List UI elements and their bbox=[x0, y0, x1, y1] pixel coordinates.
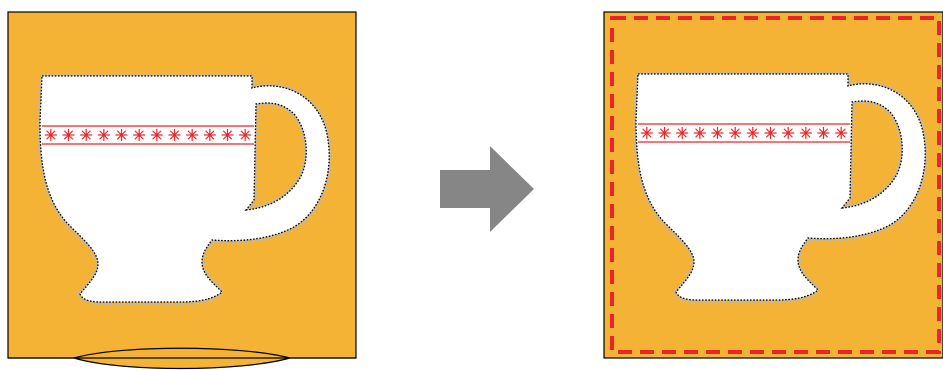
band-asterisk-stitch bbox=[150, 129, 163, 141]
band-asterisk-stitch bbox=[693, 127, 706, 139]
band-asterisk-stitch bbox=[44, 129, 57, 141]
band-asterisk-stitch bbox=[186, 129, 199, 141]
band-asterisk-stitch bbox=[658, 127, 671, 139]
band-asterisk-stitch bbox=[80, 129, 93, 141]
band-asterisk-stitch bbox=[239, 129, 252, 141]
cup-band bbox=[42, 125, 254, 145]
band-asterisk-stitch bbox=[62, 129, 75, 141]
band-asterisk-stitch bbox=[203, 129, 216, 141]
band-asterisk-stitch bbox=[640, 127, 653, 139]
band-asterisk-stitch bbox=[764, 127, 777, 139]
band-asterisk-stitch bbox=[676, 127, 689, 139]
band-asterisk-stitch bbox=[221, 129, 234, 141]
band-asterisk-stitch bbox=[729, 127, 742, 139]
band-asterisk-stitch bbox=[97, 129, 110, 141]
band-asterisk-stitch bbox=[746, 127, 759, 139]
cup-band bbox=[638, 123, 850, 143]
band-asterisk-stitch bbox=[835, 127, 848, 139]
after-panel bbox=[603, 11, 943, 359]
right-arrow-icon bbox=[440, 146, 534, 232]
teacup-icon bbox=[40, 76, 329, 302]
band-asterisk-stitch bbox=[782, 127, 795, 139]
teacup-icon bbox=[636, 74, 925, 300]
band-asterisk-stitch bbox=[799, 127, 812, 139]
before-panel bbox=[7, 11, 357, 370]
band-asterisk-stitch bbox=[711, 127, 724, 139]
band-asterisk-stitch bbox=[168, 129, 181, 141]
band-asterisk-stitch bbox=[115, 129, 128, 141]
band-asterisk-stitch bbox=[133, 129, 146, 141]
band-asterisk-stitch bbox=[817, 127, 830, 139]
after-dashed-frame bbox=[610, 16, 941, 354]
